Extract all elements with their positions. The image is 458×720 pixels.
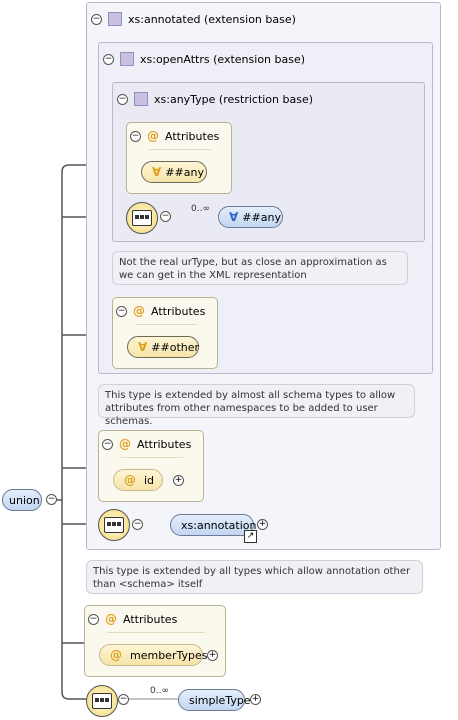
attributes-label: Attributes bbox=[165, 129, 220, 143]
attribute-icon: @ bbox=[110, 648, 122, 662]
any-element-label: ##any bbox=[242, 210, 281, 224]
collapse-icon[interactable]: − bbox=[91, 13, 102, 25]
member-types-label: memberTypes bbox=[130, 648, 208, 662]
collapse-icon[interactable]: − bbox=[130, 130, 141, 142]
wildcard-icon: ∀ bbox=[138, 340, 148, 354]
simple-type-element[interactable]: simpleType bbox=[178, 689, 251, 711]
wildcard-icon: ∀ bbox=[152, 165, 162, 179]
annotation-element[interactable]: xs:annotation bbox=[170, 514, 257, 536]
collapse-icon[interactable]: − bbox=[117, 93, 128, 105]
expand-icon[interactable]: + bbox=[173, 475, 184, 486]
expand-icon[interactable]: + bbox=[207, 650, 218, 661]
open-attrs-title: xs:openAttrs (extension base) bbox=[140, 52, 306, 66]
any-type-attributes-box: − @ Attributes ∀ ##any bbox=[126, 122, 232, 194]
any-element-wildcard[interactable]: ∀ ##any bbox=[218, 206, 283, 228]
any-attribute-wildcard[interactable]: ∀ ##any bbox=[141, 161, 207, 183]
sequence-icon[interactable] bbox=[98, 509, 130, 541]
simple-type-cardinality: 0..∞ bbox=[150, 686, 169, 696]
union-attributes-box: − @ Attributes @ memberTypes + bbox=[84, 605, 226, 677]
sequence-icon[interactable] bbox=[126, 202, 158, 234]
attribute-icon: @ bbox=[147, 129, 159, 143]
attributes-label: Attributes bbox=[137, 437, 192, 451]
open-attrs-note: This type is extended by almost all sche… bbox=[98, 384, 415, 427]
complex-type-icon bbox=[120, 52, 134, 66]
id-attribute[interactable]: @ id bbox=[113, 469, 163, 491]
complex-type-icon bbox=[108, 12, 122, 26]
collapse-icon[interactable]: − bbox=[116, 305, 127, 317]
attributes-label: Attributes bbox=[151, 304, 206, 318]
sequence-icon[interactable] bbox=[86, 685, 118, 717]
collapse-icon[interactable]: − bbox=[160, 211, 171, 222]
annotation-element-label: xs:annotation bbox=[181, 518, 257, 532]
collapse-icon[interactable]: − bbox=[88, 613, 99, 625]
trunk-branch-anytype-attrs bbox=[61, 164, 112, 173]
collapse-icon[interactable]: − bbox=[132, 519, 143, 530]
other-attribute-label: ##other bbox=[151, 340, 200, 354]
expand-icon[interactable]: + bbox=[257, 519, 268, 530]
other-attribute-wildcard[interactable]: ∀ ##other bbox=[127, 336, 199, 358]
union-element[interactable]: union bbox=[2, 489, 42, 511]
simple-type-label: simpleType bbox=[189, 693, 251, 707]
collapse-icon[interactable]: − bbox=[118, 694, 129, 705]
annotated-title: xs:annotated (extension base) bbox=[128, 12, 296, 26]
open-attrs-attributes-box: − @ Attributes ∀ ##other bbox=[112, 297, 218, 369]
expand-icon[interactable]: + bbox=[250, 694, 261, 705]
attributes-label: Attributes bbox=[123, 612, 178, 626]
attribute-icon: @ bbox=[119, 437, 131, 451]
reference-arrow-icon: ↗ bbox=[244, 530, 257, 543]
wildcard-icon: ∀ bbox=[229, 210, 239, 224]
annotated-attributes-box: − @ Attributes @ id + bbox=[98, 430, 204, 502]
any-type-title: xs:anyType (restriction base) bbox=[154, 92, 314, 106]
id-attribute-label: id bbox=[144, 473, 155, 487]
complex-type-icon bbox=[134, 92, 148, 106]
union-label: union bbox=[9, 493, 40, 507]
attribute-icon: @ bbox=[133, 304, 145, 318]
collapse-icon[interactable]: − bbox=[103, 53, 114, 65]
member-types-attribute[interactable]: @ memberTypes bbox=[99, 644, 207, 666]
attribute-icon: @ bbox=[105, 612, 117, 626]
collapse-icon[interactable]: − bbox=[46, 494, 57, 505]
attribute-icon: @ bbox=[124, 473, 136, 487]
annotated-note: This type is extended by all types which… bbox=[86, 560, 423, 594]
collapse-icon[interactable]: − bbox=[102, 438, 113, 450]
any-attribute-label: ##any bbox=[165, 165, 204, 179]
any-type-note: Not the real urType, but as close an app… bbox=[112, 251, 408, 285]
any-element-cardinality: 0..∞ bbox=[191, 204, 210, 214]
